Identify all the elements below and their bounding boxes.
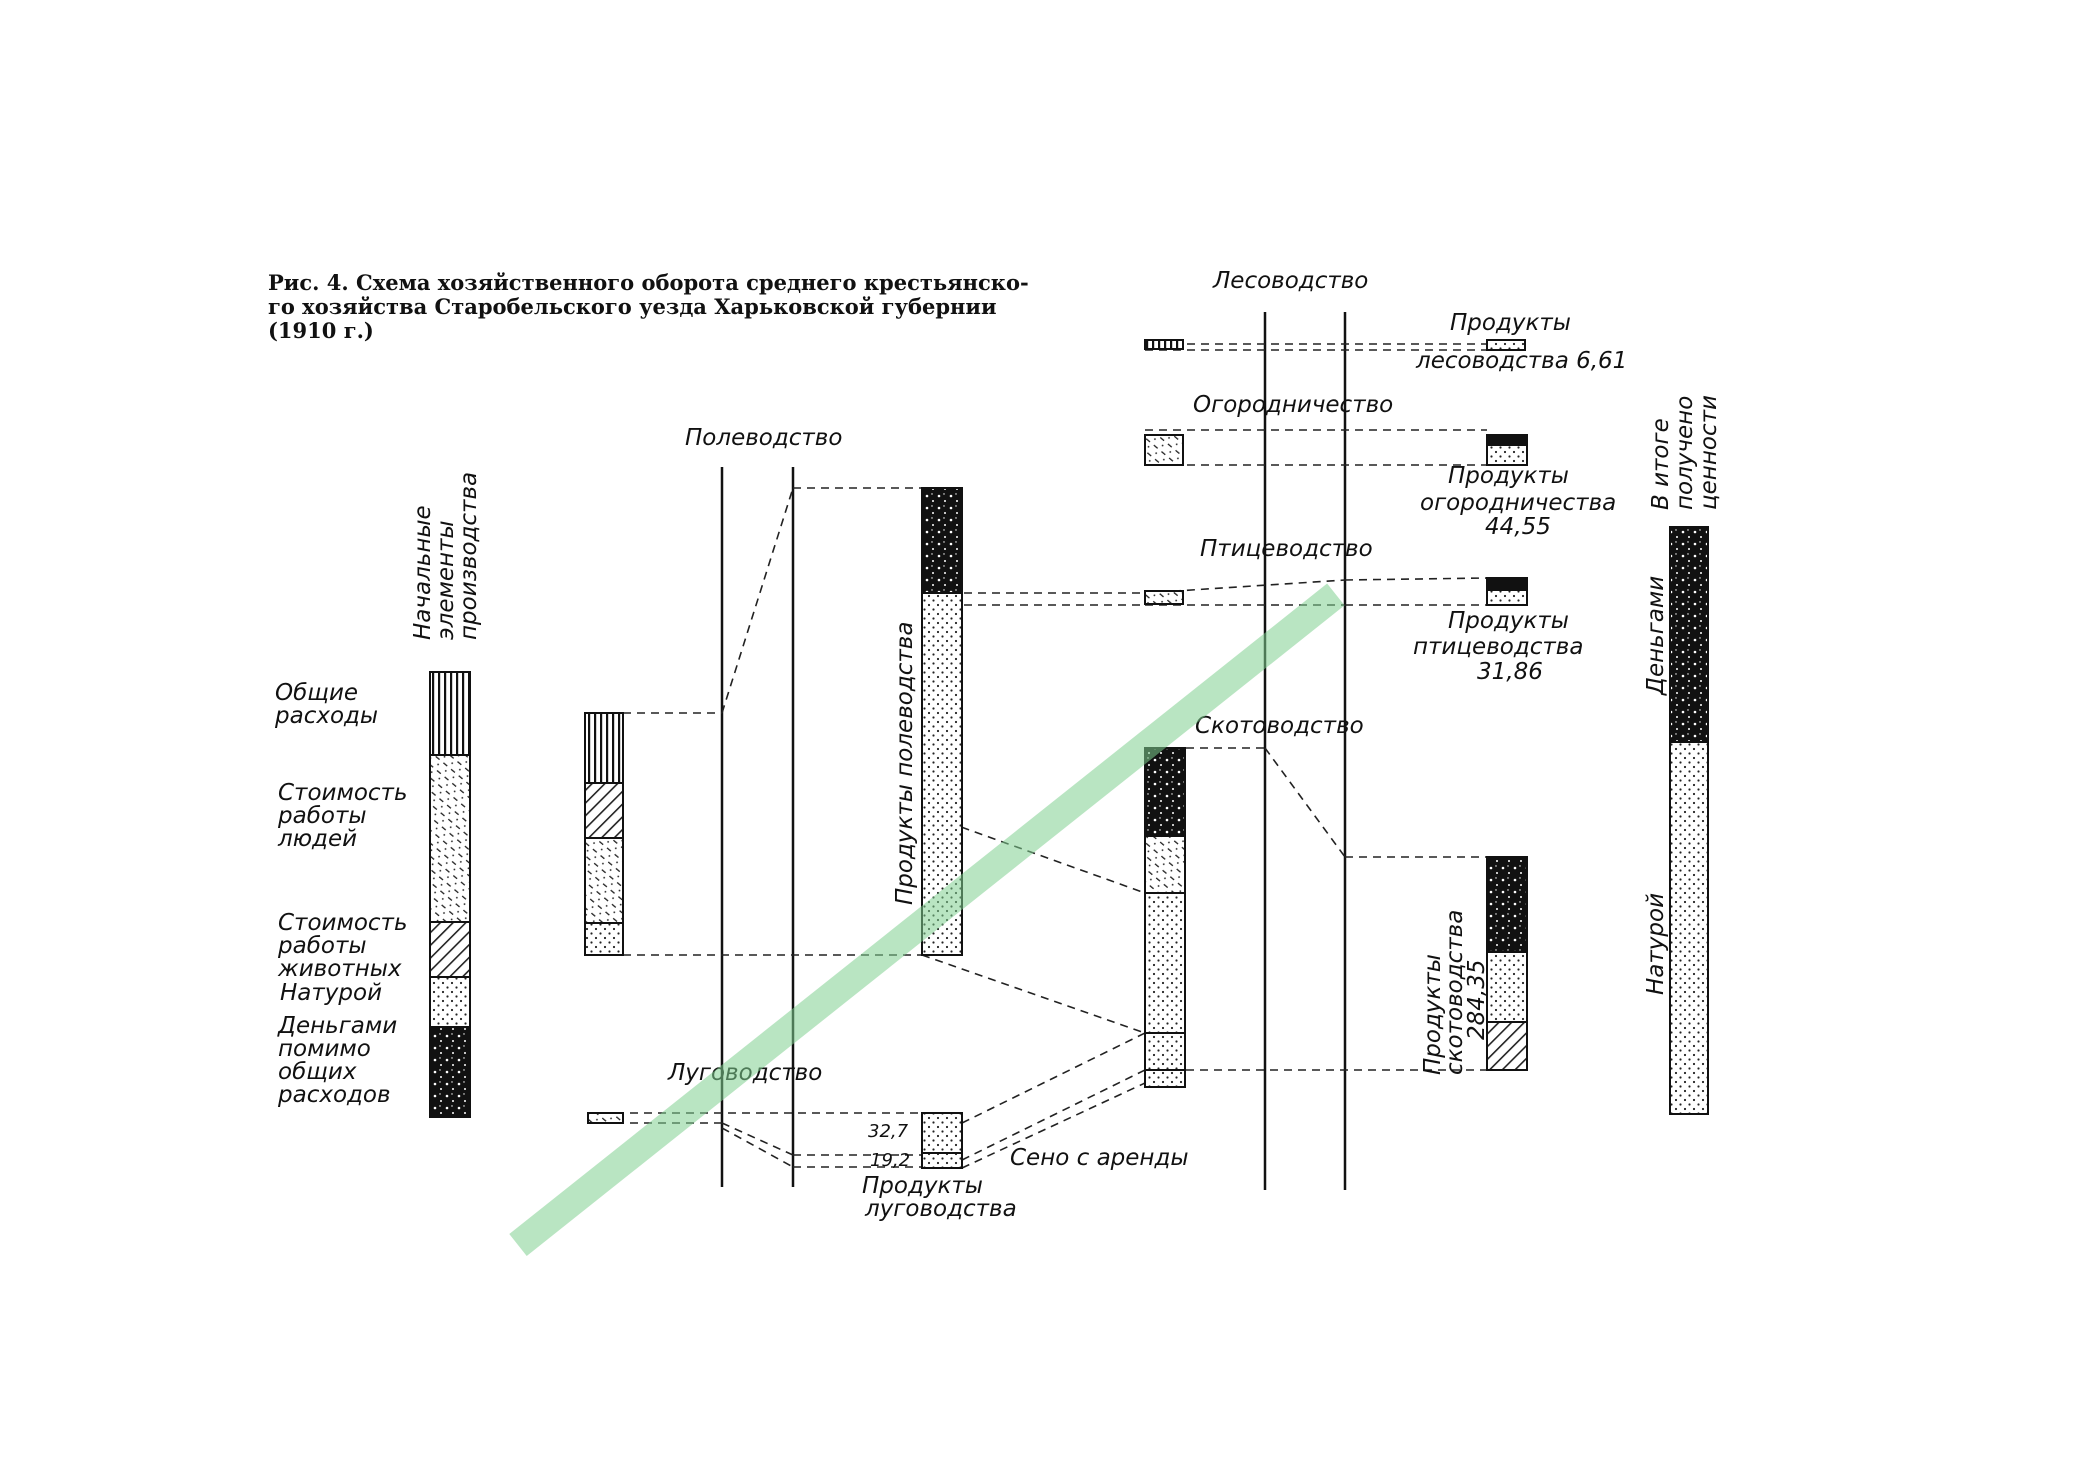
label-livestock-products-1: Продукты (1420, 954, 1446, 1075)
section-headings: Полеводство Луговодство Лесоводство Огор… (667, 268, 1393, 1086)
label-hay-rent: Сено с аренды (1010, 1145, 1189, 1171)
label-field-products: Продукты полеводства (892, 622, 918, 905)
watermark-stripe (509, 583, 1345, 1256)
label-livestock-value: 284,35 (1464, 960, 1490, 1040)
label-human-labor-1: Стоимость (278, 780, 408, 806)
total-value-bar (1669, 526, 1709, 1115)
bar-in-kind (429, 976, 471, 1028)
right-title-3: ценности (1696, 395, 1722, 510)
heading-field: Полеводство (685, 425, 842, 451)
watermark-band (509, 583, 1345, 1256)
label-in-kind: Натурой (280, 980, 382, 1006)
flow-lines (588, 343, 1488, 1169)
label-in-money-4: расходов (277, 1082, 391, 1108)
label-general-expenses-1: Общие (275, 680, 358, 706)
right-column-labels: В итоге получено ценности Деньгами Натур… (1643, 395, 1722, 995)
label-in-money-1: Деньгами (277, 1013, 397, 1039)
total-money-segment (1669, 526, 1709, 743)
livestock-products-bar (1486, 856, 1528, 1071)
caption-line-2: го хозяйства Старобельского уезда Харько… (268, 294, 997, 319)
caption-line-1: Рис. 4. Схема хозяйственного оборота сре… (268, 270, 1029, 295)
bar-general-expenses (429, 671, 471, 756)
label-poultry-products-1: Продукты (1448, 608, 1569, 634)
label-animal-labor-1: Стоимость (278, 910, 408, 936)
livestock-inputs-bar (1144, 747, 1186, 1088)
right-title-2: получено (1672, 396, 1698, 510)
left-title-3: производства (456, 472, 482, 640)
label-garden-value: 44,55 (1485, 514, 1551, 540)
label-livestock-products-2: скотоводства (1442, 910, 1468, 1075)
field-inputs-bar (584, 712, 624, 956)
heading-garden: Огородничество (1193, 392, 1393, 418)
label-general-expenses-2: расходы (274, 703, 378, 729)
label-in-money-3: общих (278, 1059, 357, 1085)
right-title-1: В итоге (1648, 418, 1674, 510)
label-forestry-products-1: Продукты (1450, 310, 1571, 336)
heading-livestock: Скотоводство (1195, 713, 1364, 739)
garden-bars (1144, 434, 1528, 466)
right-label-money: Деньгами (1643, 576, 1669, 696)
label-animal-labor-3: животных (277, 956, 402, 982)
left-title-2: элементы (433, 520, 459, 640)
product-labels: Продукты полеводства 32,7 19,2 Сено с ар… (862, 310, 1627, 1222)
caption-line-3: (1910 г.) (268, 318, 374, 343)
label-animal-labor-2: работы (277, 933, 367, 959)
label-forestry-products-2: лесоводства 6,61 (1415, 348, 1627, 374)
forestry-bars (1144, 339, 1526, 351)
label-in-money-2: помимо (278, 1036, 371, 1062)
label-garden-products-1: Продукты (1448, 463, 1569, 489)
heading-poultry: Птицеводство (1200, 536, 1373, 562)
right-label-in-kind: Натурой (1643, 893, 1669, 995)
initial-elements-bar (429, 671, 471, 1118)
label-meadow-products-1: Продукты (862, 1173, 983, 1199)
meadow-value-top: 32,7 (868, 1121, 909, 1142)
label-meadow-products-2: луговодства (864, 1196, 1017, 1222)
bar-human-labor (429, 754, 471, 923)
label-garden-products-2: огородничества (1420, 490, 1616, 516)
label-poultry-products-2: птицеводства (1413, 634, 1583, 660)
meadow-value-bottom: 19,2 (870, 1150, 910, 1171)
caption: Рис. 4. Схема хозяйственного оборота сре… (268, 270, 1029, 343)
left-column-labels: Начальные элементы производства Общие ра… (274, 472, 482, 1108)
meadow-bars (587, 1112, 963, 1169)
heading-forestry: Лесоводство (1212, 268, 1368, 294)
poultry-bars (1144, 577, 1528, 606)
label-poultry-value: 31,86 (1477, 659, 1543, 685)
total-in-kind-segment (1669, 741, 1709, 1115)
left-title-1: Начальные (410, 505, 436, 640)
label-human-labor-2: работы (277, 803, 367, 829)
label-human-labor-3: людей (277, 826, 357, 852)
bar-animal-labor (429, 921, 471, 978)
bar-in-money (429, 1026, 471, 1118)
